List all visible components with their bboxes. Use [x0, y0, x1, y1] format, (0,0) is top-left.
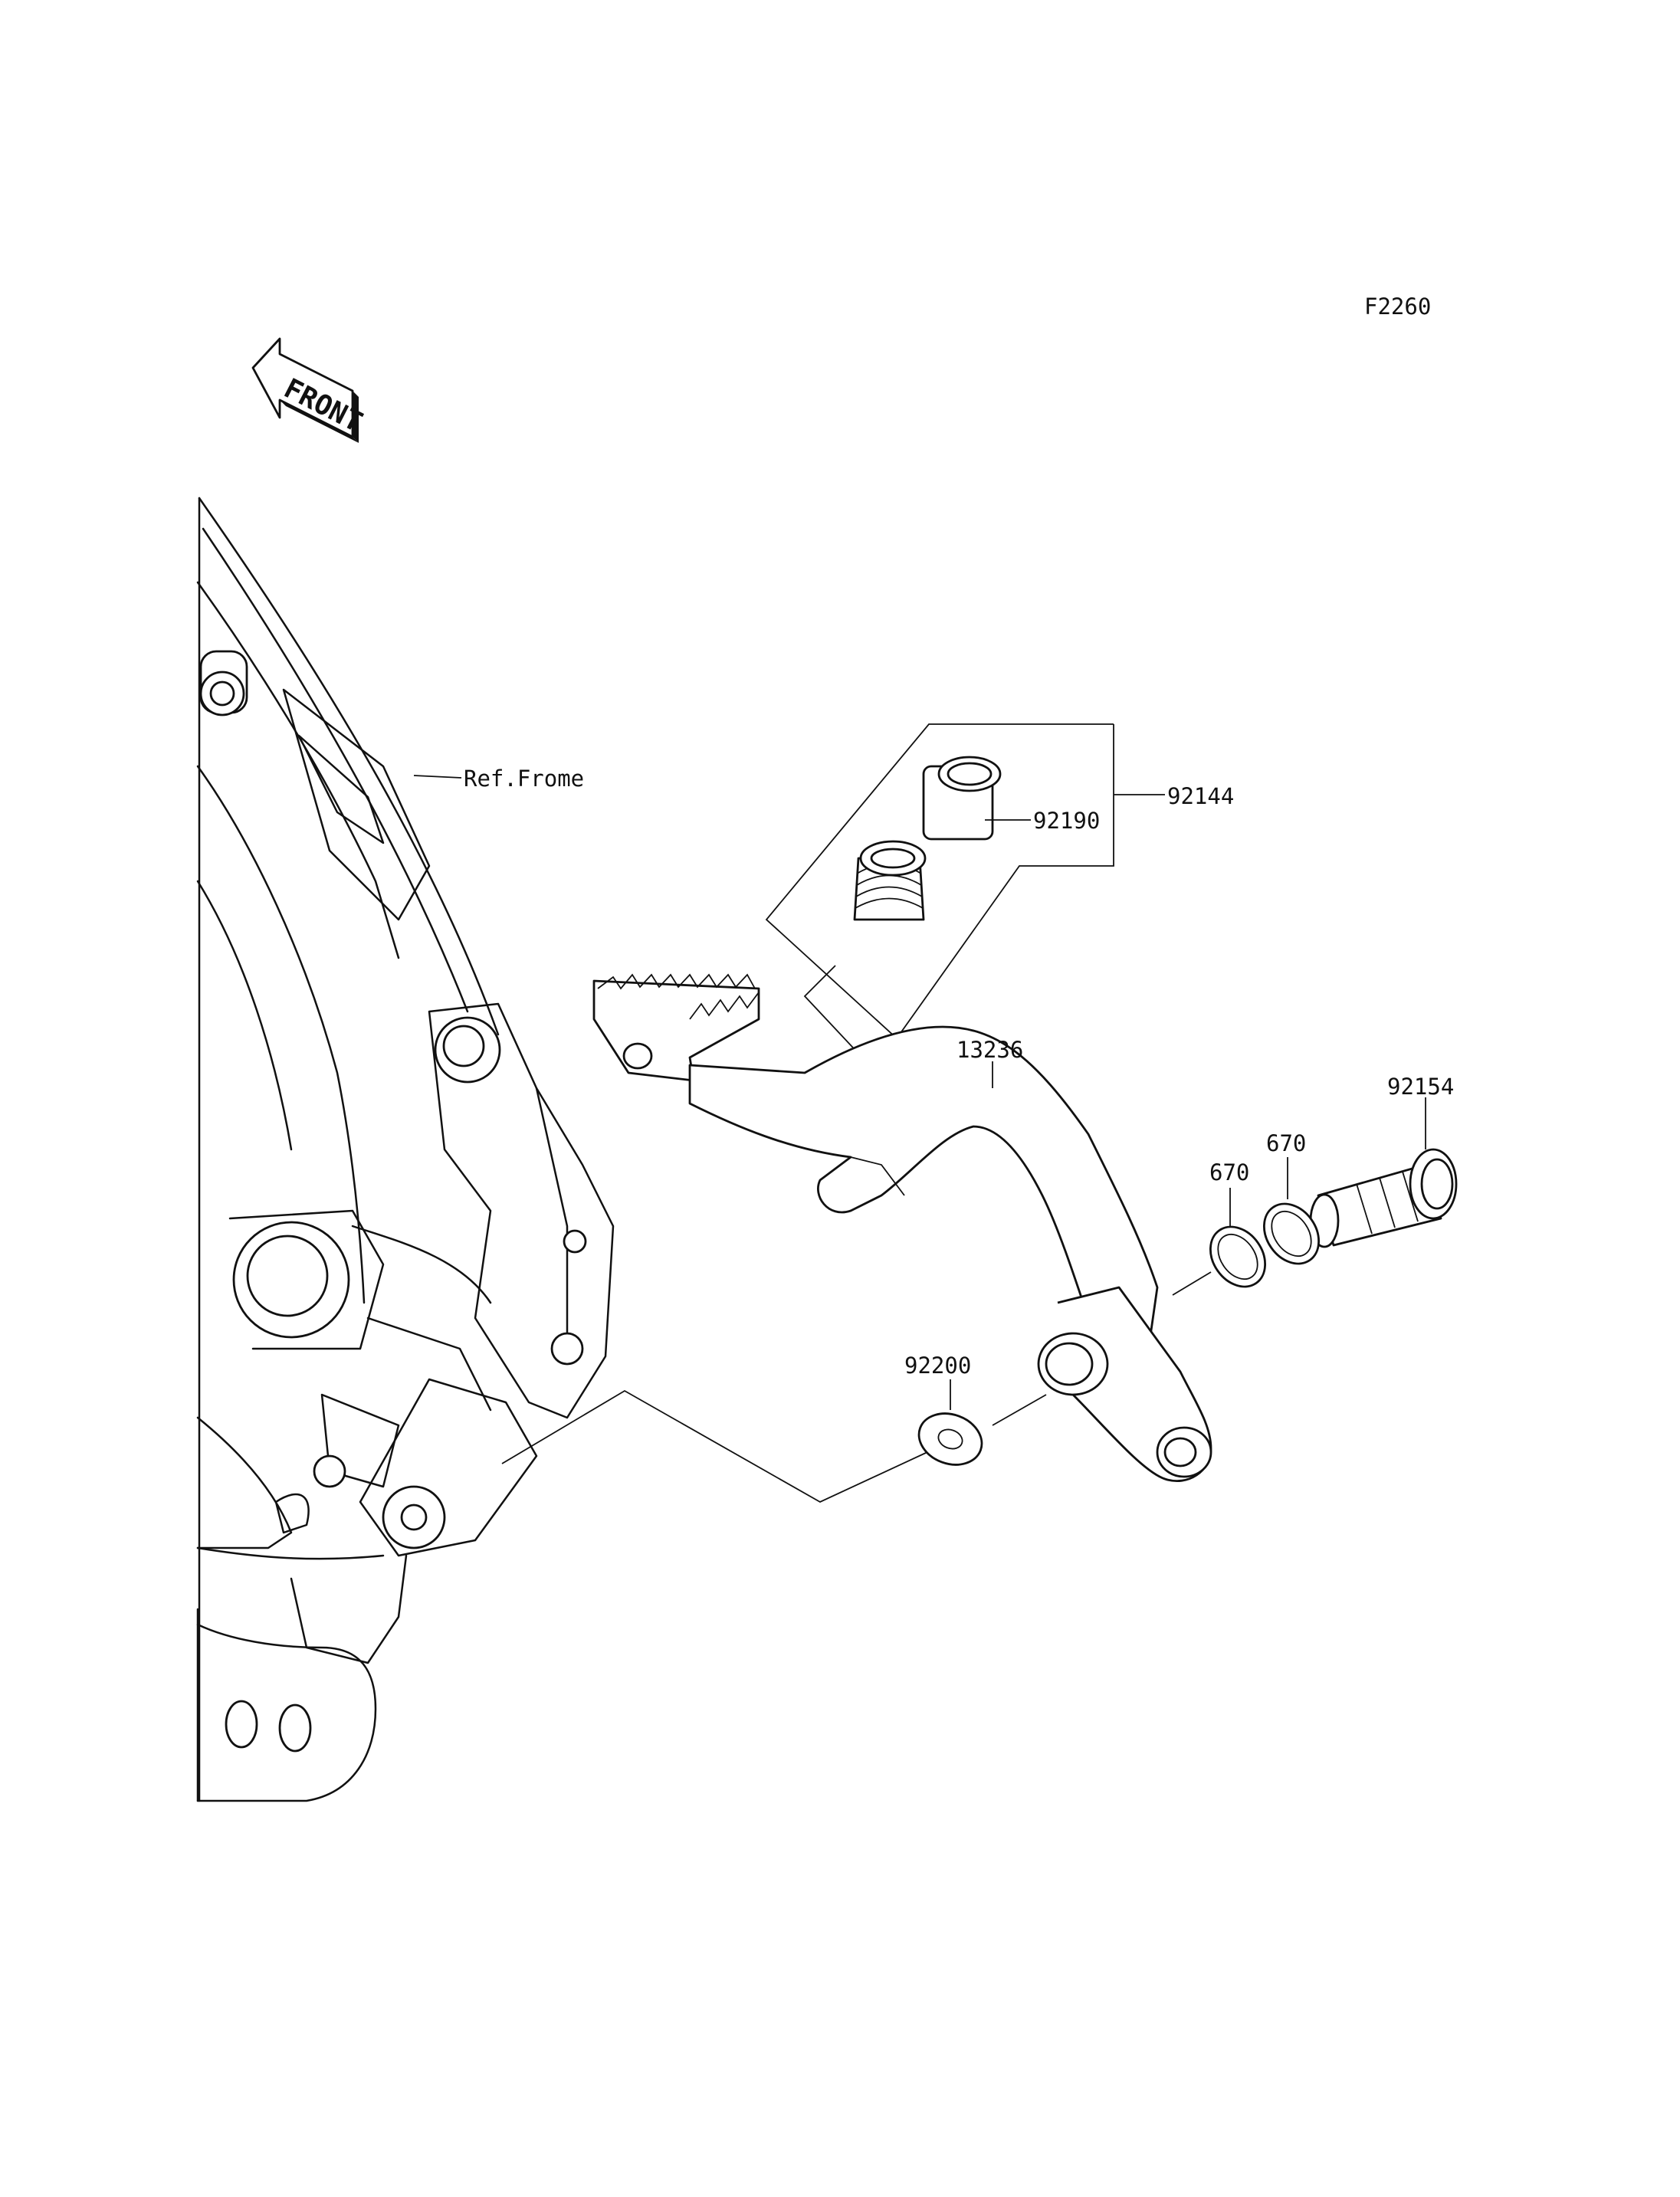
brake-pedal-13236: [592, 973, 1212, 1482]
washer-92200: [917, 1412, 983, 1466]
part-label-92200: 92200: [904, 1353, 971, 1379]
seal-670-rear: [1262, 1202, 1321, 1265]
ref-frame-label: Ref.Frome: [464, 766, 584, 792]
diagram-code: F2260: [1364, 293, 1431, 320]
part-label-92154: 92154: [1387, 1074, 1454, 1100]
part-label-92144: 92144: [1167, 783, 1234, 809]
spring-part: [853, 840, 927, 921]
part-label-670-a: 670: [1209, 1159, 1249, 1185]
front-arrow-icon: FRONT: [251, 337, 367, 443]
part-label-670-b: 670: [1266, 1130, 1306, 1156]
frame-illustration: [196, 497, 615, 1802]
part-label-92190: 92190: [1033, 808, 1100, 834]
pivot-bolt-92154: [1309, 1148, 1458, 1248]
seal-670-front: [1209, 1225, 1267, 1288]
pin-92190: [922, 756, 1002, 841]
part-label-13236: 13236: [956, 1037, 1023, 1063]
